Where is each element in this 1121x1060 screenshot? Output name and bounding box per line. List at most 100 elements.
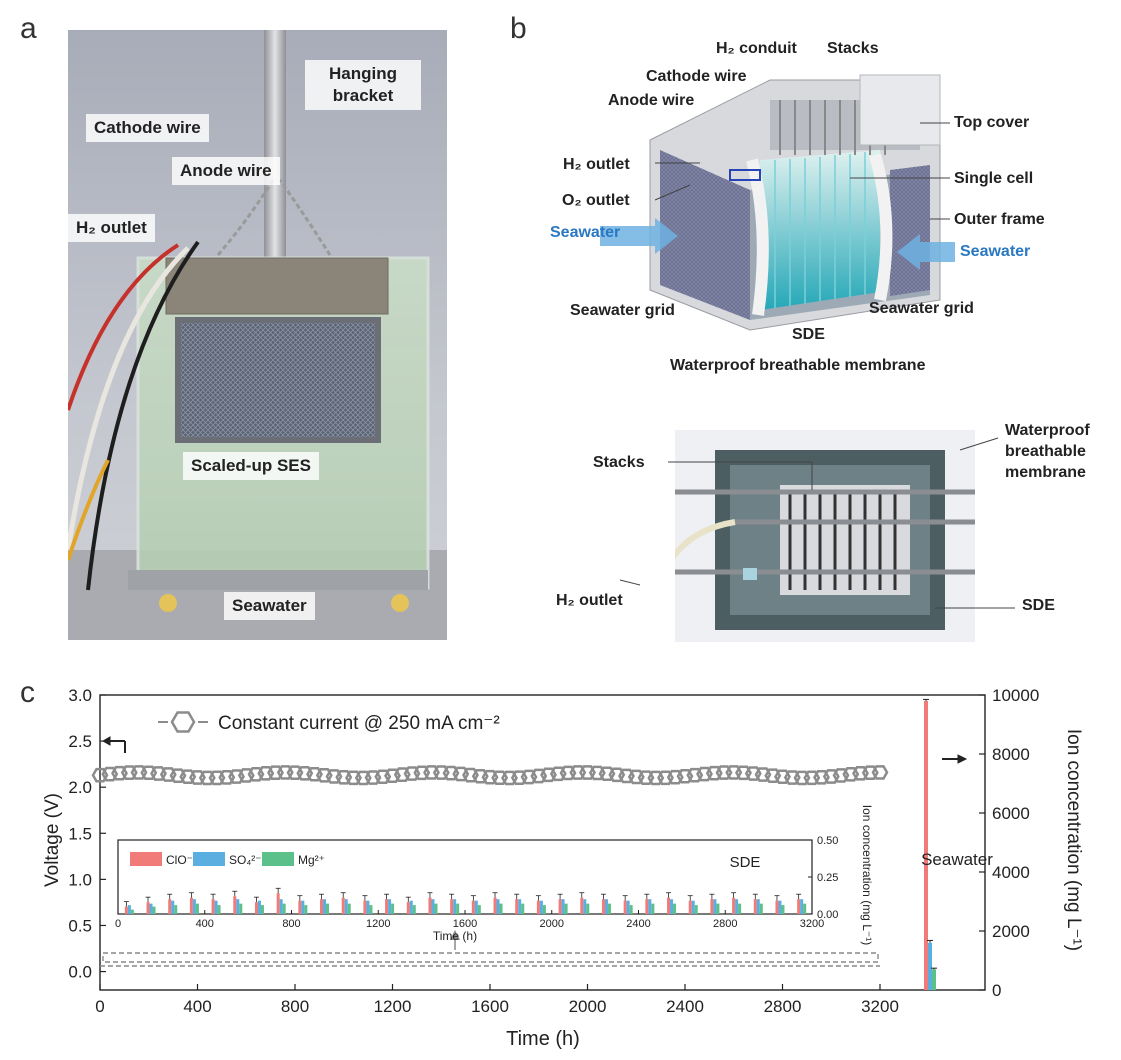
inset-legend-clo: ClO⁻ <box>166 853 193 867</box>
inset-bar <box>607 903 611 914</box>
voltage-point <box>335 770 353 785</box>
voltage-point <box>413 765 431 781</box>
inset-bar <box>363 900 367 914</box>
voltage-point <box>481 769 499 785</box>
inset-bar <box>298 900 302 914</box>
voltage-point <box>198 770 216 786</box>
seawater-bar <box>932 969 936 990</box>
inset-bar <box>406 902 410 914</box>
inset-bar <box>474 900 478 914</box>
voltage-point <box>237 768 255 783</box>
inset-bar <box>326 903 330 914</box>
inset-bar <box>369 905 373 914</box>
voltage-point <box>345 770 362 786</box>
voltage-point <box>676 768 694 784</box>
inset-bar <box>282 903 286 914</box>
inset-bar <box>493 897 497 914</box>
y-tick-label: 0.0 <box>68 963 92 982</box>
x-tick-label: 3200 <box>861 997 899 1016</box>
inset-bar <box>564 903 568 914</box>
inset-bar <box>499 903 503 914</box>
zoom-arrow <box>450 930 460 950</box>
inset-x-tick-label: 400 <box>196 918 214 930</box>
inset-bar <box>471 900 475 914</box>
voltage-point <box>257 766 275 781</box>
y2-tick-label: 0 <box>992 981 1001 1000</box>
inset-bar <box>388 899 392 914</box>
voltage-point <box>267 765 284 781</box>
inset-bar <box>710 899 714 914</box>
voltage-point <box>276 765 294 780</box>
inset-bar <box>236 899 240 914</box>
label-anode-wire-b: Anode wire <box>608 92 695 109</box>
inset-x-label: Time (h) <box>433 929 477 943</box>
y-tick-label: 1.0 <box>68 870 92 889</box>
inset-bar <box>648 899 652 914</box>
voltage-point <box>491 770 509 786</box>
voltage-point <box>325 769 343 784</box>
voltage-point <box>169 768 187 783</box>
y-axis-label: Voltage (V) <box>42 793 63 887</box>
voltage-point <box>657 770 674 786</box>
inset-y-tick-label: 0.00 <box>817 909 838 921</box>
inset-bar <box>254 902 258 914</box>
voltage-point <box>705 765 723 781</box>
inset-bar <box>304 905 308 914</box>
inset-bar <box>496 899 500 914</box>
inset-y-tick-label: 0.50 <box>817 835 838 847</box>
label-single-cell: Single cell <box>954 170 1034 187</box>
left-axis-arrow <box>101 736 126 753</box>
inset-bar <box>753 899 757 914</box>
y2-tick-label: 8000 <box>992 745 1030 764</box>
inset-bar <box>124 906 128 914</box>
y-tick-label: 2.5 <box>68 732 92 751</box>
inset-bar <box>130 909 134 914</box>
voltage-point <box>286 765 304 780</box>
voltage-point <box>393 767 411 782</box>
legend-main-label: Constant current @ 250 mA cm⁻² <box>218 713 500 734</box>
inset-bar <box>366 900 370 914</box>
inset-x-tick-label: 3200 <box>800 918 824 930</box>
inset-plot-frame <box>117 839 813 915</box>
label-anode-wire: Anode wire <box>172 157 280 185</box>
voltage-point <box>120 765 138 780</box>
inset-bar <box>257 900 261 914</box>
inset-bar <box>713 899 717 914</box>
x-tick-label: 800 <box>281 997 309 1016</box>
voltage-point <box>247 767 265 782</box>
label-outer-frame: Outer frame <box>954 211 1045 228</box>
voltage-point <box>384 768 401 784</box>
inset-bar <box>800 899 804 914</box>
panel-letter-a: a <box>20 12 37 45</box>
voltage-point <box>647 770 665 786</box>
inset-x-tick-label: 800 <box>282 918 300 930</box>
y-tick-label: 0.5 <box>68 916 92 935</box>
voltage-point <box>530 768 548 784</box>
inset-bar <box>803 903 807 914</box>
voltage-point <box>744 766 762 781</box>
inset-bar <box>211 899 215 914</box>
voltage-point <box>228 769 245 784</box>
inset-bar <box>691 900 695 914</box>
voltage-point <box>842 766 860 782</box>
inset-bar <box>601 899 605 914</box>
x-tick-label: 1200 <box>374 997 412 1016</box>
inset-bar <box>233 896 237 914</box>
voltage-point <box>822 769 840 784</box>
inset-title: SDE <box>730 854 761 871</box>
x-tick-label: 0 <box>95 997 104 1016</box>
inset-bar <box>279 899 283 914</box>
label-scaled-up-ses: Scaled-up SES <box>183 452 319 480</box>
electrolyzer-cutaway-illustration <box>649 74 941 331</box>
voltage-point <box>442 765 460 781</box>
voltage-point <box>306 766 323 782</box>
label-h2-outlet-b: H₂ outlet <box>563 156 630 173</box>
inset-bar <box>217 905 221 914</box>
inset-bar <box>391 903 395 914</box>
x-tick-label: 1600 <box>471 997 509 1016</box>
label-h2-outlet-bottom: H₂ outlet <box>556 592 623 609</box>
voltage-point <box>374 769 392 785</box>
voltage-point <box>101 766 119 782</box>
inset-bar <box>195 903 199 914</box>
